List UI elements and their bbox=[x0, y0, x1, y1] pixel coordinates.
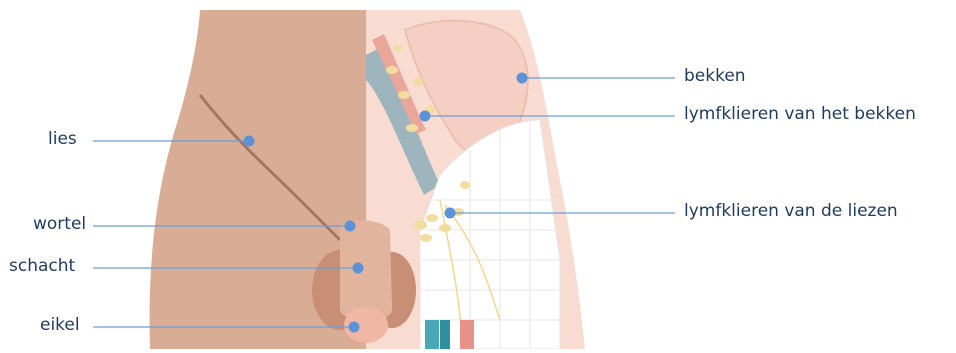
femoral-vein-2 bbox=[440, 320, 450, 349]
label-bekken: bekken bbox=[684, 66, 746, 86]
femoral-artery bbox=[460, 320, 474, 349]
femoral-vein bbox=[425, 320, 439, 349]
marker-wortel bbox=[345, 221, 356, 232]
label-lymph-groin: lymfklieren van de liezen bbox=[684, 201, 898, 221]
label-lymph-pelvis: lymfklieren van het bekken bbox=[684, 104, 916, 124]
marker-lies bbox=[244, 136, 255, 147]
marker-lymph-groin bbox=[445, 208, 456, 219]
marker-eikel bbox=[349, 322, 360, 333]
label-lies: lies bbox=[48, 129, 77, 149]
marker-schacht bbox=[353, 263, 364, 274]
penis-shaft bbox=[340, 220, 392, 321]
label-schacht: schacht bbox=[9, 256, 75, 276]
label-wortel: wortel bbox=[33, 214, 86, 234]
marker-bekken bbox=[517, 73, 528, 84]
marker-lymph-pelvis bbox=[420, 111, 431, 122]
label-eikel: eikel bbox=[40, 315, 80, 335]
